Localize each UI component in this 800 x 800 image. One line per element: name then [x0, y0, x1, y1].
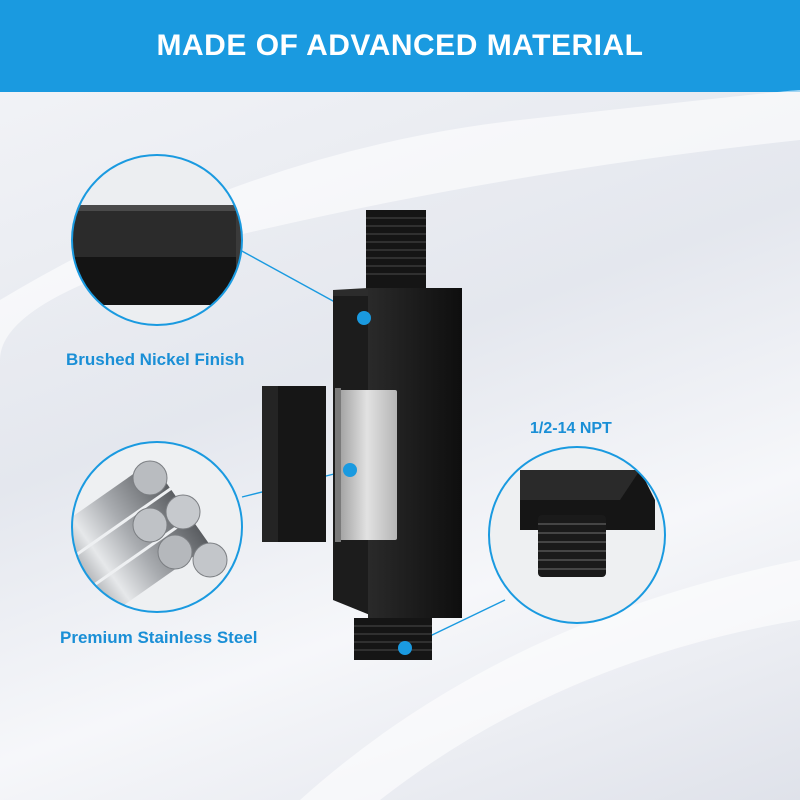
material-marker-dot: [343, 463, 357, 477]
thread-detail-circle: [488, 446, 666, 624]
finish-label: Brushed Nickel Finish: [66, 350, 245, 369]
banner-title: MADE OF ADVANCED MATERIAL: [156, 29, 644, 62]
material-label: Premium Stainless Steel: [60, 628, 258, 647]
finish-detail-circle: [71, 154, 243, 326]
thread-marker-dot: [398, 641, 412, 655]
steel-detail-circle: [71, 441, 243, 613]
product-body: [262, 210, 462, 660]
background-swoosh: [0, 90, 800, 800]
thread-label: 1/2-14 NPT: [530, 420, 612, 437]
finish-marker-dot: [357, 311, 371, 325]
header-banner: MADE OF ADVANCED MATERIAL: [0, 0, 800, 92]
